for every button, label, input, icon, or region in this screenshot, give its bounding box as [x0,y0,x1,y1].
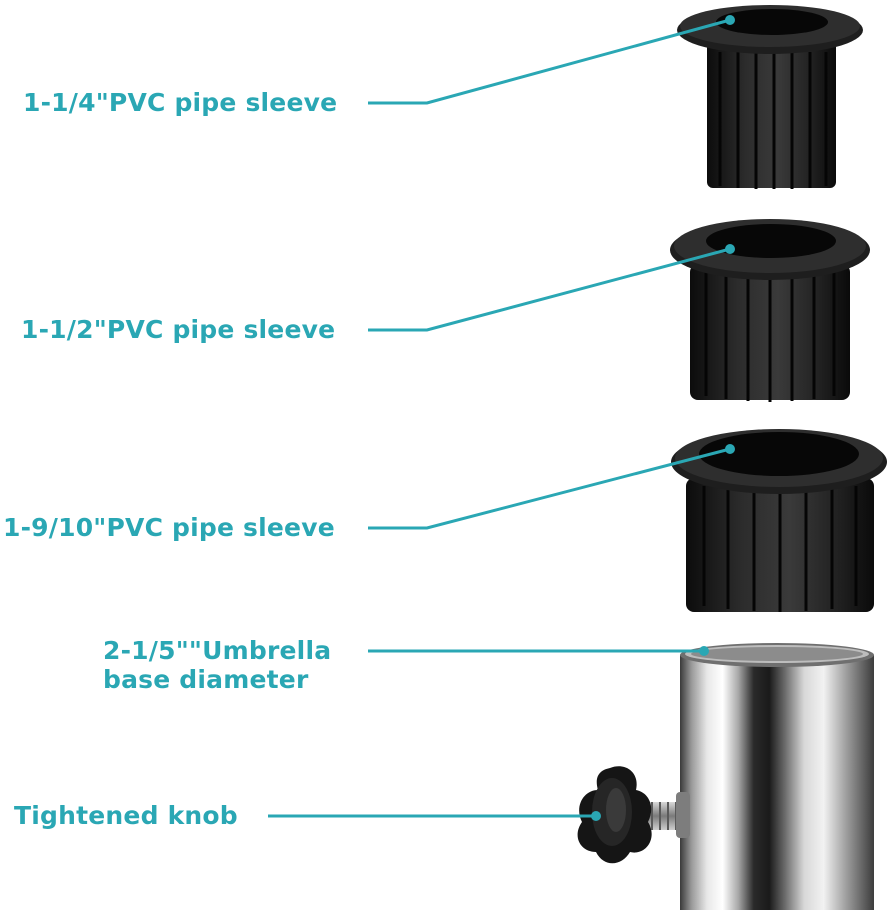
leader-dots [591,15,735,821]
umbrella-pole-icon [680,643,874,910]
label-sleeve-1-1-4: 1-1/4"PVC pipe sleeve [23,88,338,117]
star-knob-icon [577,766,690,864]
label-umbrella-diameter-line1: 2-1/5""Umbrella [103,636,332,665]
label-sleeve-1-1-2: 1-1/2"PVC pipe sleeve [21,315,336,344]
label-umbrella-diameter-line2: base diameter [103,665,309,694]
sleeve-1-1-2-icon [670,219,870,402]
label-sleeve-1-9-10: 1-9/10"PVC pipe sleeve [3,513,335,542]
sleeve-1-9-10-icon [671,429,887,612]
label-tightened-knob: Tightened knob [14,801,238,830]
sleeve-1-1-4-icon [677,5,863,189]
leader-lines [268,18,731,818]
